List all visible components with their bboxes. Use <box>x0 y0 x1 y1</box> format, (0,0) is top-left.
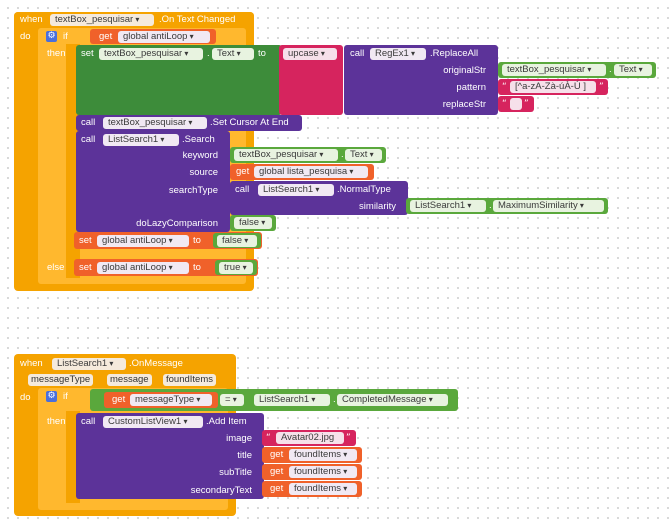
replacestr-label: replaceStr <box>442 99 486 110</box>
open-quote-icon: “ <box>502 99 507 109</box>
completed-component-dropdown[interactable]: ListSearch1 <box>254 394 330 406</box>
event-component-dropdown[interactable]: textBox_pesquisar <box>50 14 154 26</box>
replaceall-method-label: .ReplaceAll <box>430 48 479 59</box>
get-label: get <box>236 166 250 177</box>
similarity-label: similarity <box>359 201 396 212</box>
setcursor-component-dropdown[interactable]: textBox_pesquisar <box>103 117 207 129</box>
additem-component-dropdown[interactable]: CustomListView1 <box>103 416 203 428</box>
to-label: to <box>193 262 201 273</box>
dolazycomparison-label: doLazyComparison <box>136 218 218 229</box>
call-label: call <box>350 48 365 59</box>
event-do-label: do <box>20 31 31 42</box>
keyword-label: keyword <box>182 150 218 161</box>
mutator-gear-icon[interactable]: ⚙ <box>46 31 57 42</box>
set-antiloop-dropdown[interactable]: global antiLoop <box>97 235 189 247</box>
set-label: set <box>79 235 92 246</box>
founditems-dropdown[interactable]: foundItems <box>289 466 357 478</box>
param-founditems[interactable]: foundItems <box>163 374 216 386</box>
dot-label: . <box>341 149 344 160</box>
subtitle-label: subTitle <box>219 467 252 478</box>
operator-dropdown[interactable]: = <box>220 394 244 406</box>
then-label: then <box>47 48 66 59</box>
founditems-dropdown[interactable]: foundItems <box>289 483 357 495</box>
similarity-property-dropdown[interactable]: MaximumSimilarity <box>493 200 604 212</box>
close-quote-icon: ” <box>599 82 604 92</box>
event-when-label: when <box>20 358 43 369</box>
messagetype-dropdown[interactable]: messageType <box>130 394 212 406</box>
source-label: source <box>189 167 218 178</box>
normaltype-component-dropdown[interactable]: ListSearch1 <box>258 184 334 196</box>
pattern-label: pattern <box>456 82 486 93</box>
get-label: get <box>270 466 284 477</box>
setcursor-method-label: .Set Cursor At End <box>210 117 289 128</box>
similarity-component-dropdown[interactable]: ListSearch1 <box>410 200 486 212</box>
originalstr-component-dropdown[interactable]: textBox_pesquisar <box>502 64 606 76</box>
upcase-dropdown[interactable]: upcase <box>283 48 337 60</box>
additem-method-label: .Add Item <box>206 416 247 427</box>
to-label: to <box>258 48 266 59</box>
param-messagetype[interactable]: messageType <box>28 374 94 386</box>
open-quote-icon: “ <box>502 82 507 92</box>
event-do-label: do <box>20 392 31 403</box>
get-label: get <box>99 31 113 42</box>
title-label: title <box>237 450 252 461</box>
originalstr-label: originalStr <box>443 65 486 76</box>
set-property-dropdown[interactable]: Text <box>212 48 254 60</box>
get-label: get <box>270 449 284 460</box>
event-when-label: when <box>20 14 43 25</box>
set-label: set <box>81 48 94 59</box>
param-message[interactable]: message <box>107 374 152 386</box>
open-quote-icon: “ <box>266 433 271 443</box>
call-label: call <box>81 117 96 128</box>
close-quote-icon: ” <box>524 99 529 109</box>
to-label: to <box>193 235 201 246</box>
keyword-property-dropdown[interactable]: Text <box>345 149 382 161</box>
event-name-label: .On Text Changed <box>159 14 236 25</box>
dot-label: . <box>207 48 210 59</box>
get-label: get <box>112 394 126 405</box>
dot-label: . <box>609 64 612 75</box>
call-label: call <box>235 184 250 195</box>
search-method-label: .Search <box>182 134 215 145</box>
image-value-field[interactable]: Avatar02.jpg <box>276 432 344 444</box>
call-label: call <box>81 416 96 427</box>
search-component-dropdown[interactable]: ListSearch1 <box>103 134 179 146</box>
set-component-dropdown[interactable]: textBox_pesquisar <box>99 48 203 60</box>
else-label: else <box>47 262 65 273</box>
search-block[interactable] <box>76 131 230 232</box>
false-dropdown[interactable]: false <box>217 235 257 247</box>
get-label: get <box>270 483 284 494</box>
lista-pesquisa-dropdown[interactable]: global lista_pesquisa <box>254 166 368 178</box>
then-label: then <box>47 416 66 427</box>
image-label: image <box>226 433 252 444</box>
founditems-dropdown[interactable]: foundItems <box>289 449 357 461</box>
keyword-component-dropdown[interactable]: textBox_pesquisar <box>234 149 338 161</box>
true-dropdown[interactable]: true <box>219 262 253 274</box>
call-label: call <box>81 134 96 145</box>
regex-component-dropdown[interactable]: RegEx1 <box>370 48 426 60</box>
dot-label: . <box>489 200 492 211</box>
event-name-label: .OnMessage <box>129 358 183 369</box>
dot-label: . <box>333 394 336 405</box>
event-component-dropdown[interactable]: ListSearch1 <box>52 358 126 370</box>
searchtype-label: searchType <box>168 185 218 196</box>
mutator-gear-icon[interactable]: ⚙ <box>46 391 57 402</box>
set-label: set <box>79 262 92 273</box>
set-antiloop-dropdown[interactable]: global antiLoop <box>97 262 189 274</box>
originalstr-property-dropdown[interactable]: Text <box>614 64 652 76</box>
normaltype-method-label: .NormalType <box>337 184 391 195</box>
completedmessage-dropdown[interactable]: CompletedMessage <box>337 394 448 406</box>
close-quote-icon: ” <box>346 433 351 443</box>
lazy-false-dropdown[interactable]: false <box>234 217 272 229</box>
global-antiloop-dropdown[interactable]: global antiLoop <box>118 31 210 43</box>
secondarytext-label: secondaryText <box>190 485 252 496</box>
replace-value-field[interactable] <box>510 98 522 110</box>
pattern-value-field[interactable]: [^a-zA-Zà-úÀ-Ú ] <box>510 81 596 93</box>
if-label: if <box>63 31 68 42</box>
if-label: if <box>63 391 68 402</box>
